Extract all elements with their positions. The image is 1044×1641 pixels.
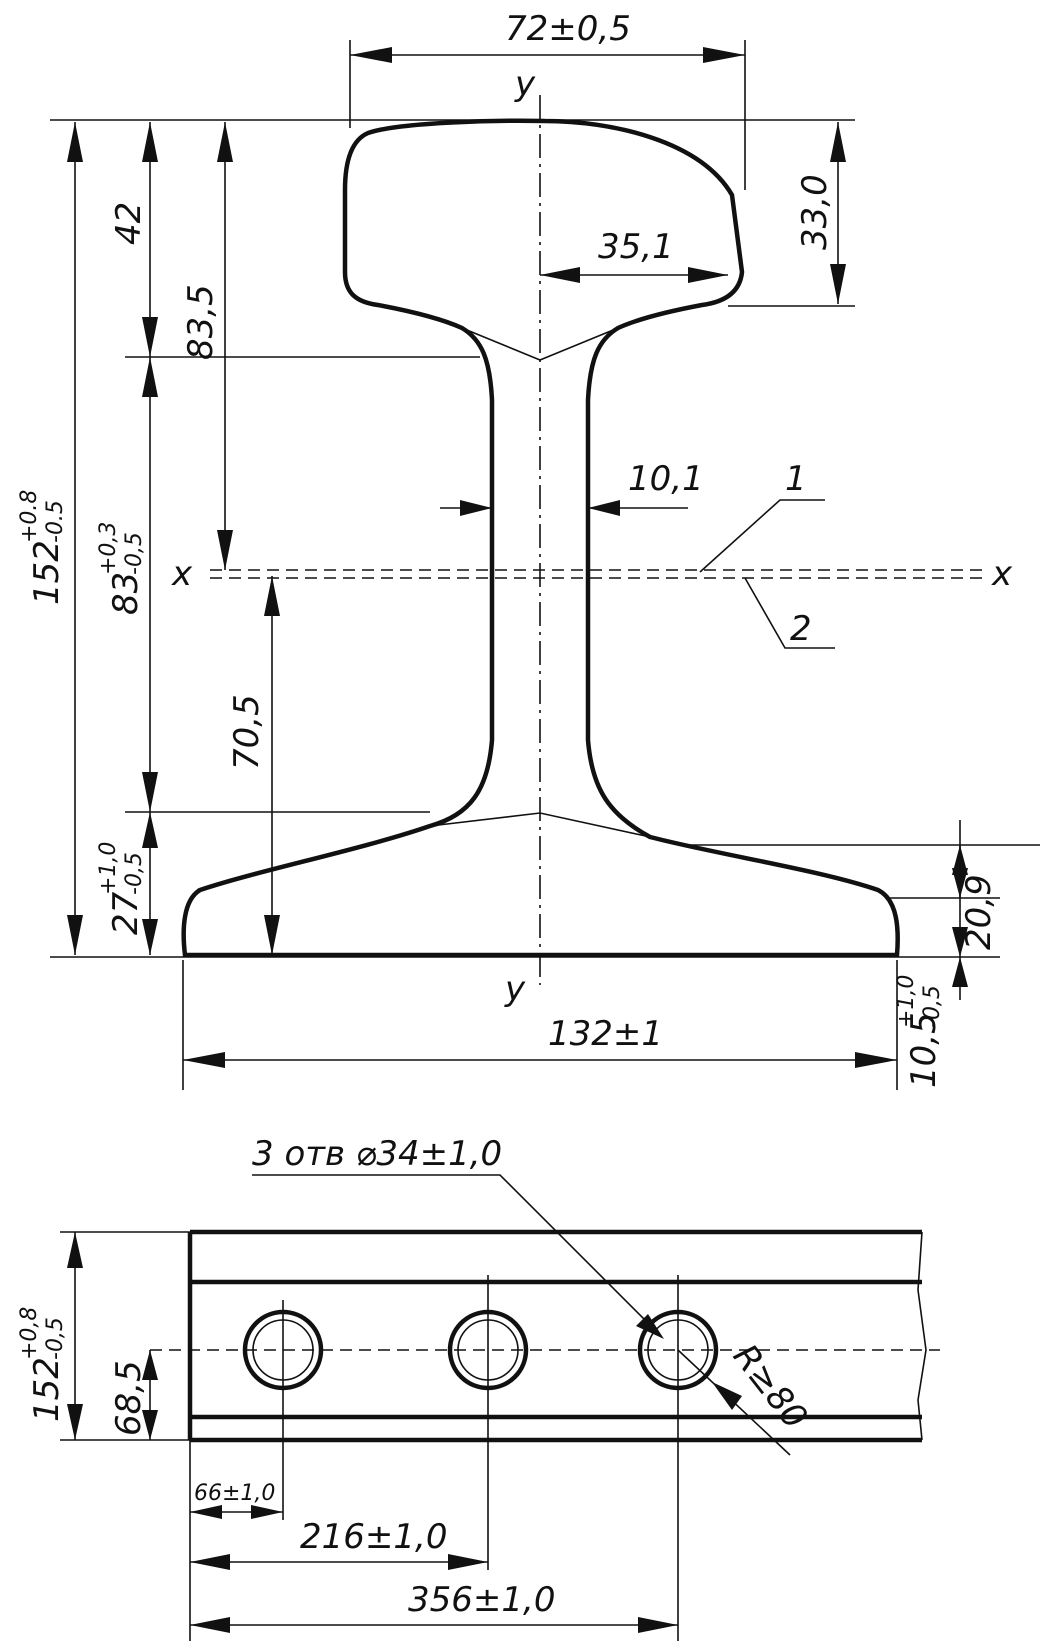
side-break-line xyxy=(917,1231,927,1441)
dim-side-height-tol-plus: +0,8 xyxy=(17,1307,42,1360)
x-axis-label-right: x xyxy=(991,554,1013,594)
dim-side-height-value: 152 xyxy=(27,1357,67,1422)
holes-leader-arrow xyxy=(636,1314,664,1339)
dim-head-height: 33,0 xyxy=(795,122,846,304)
dim-83-value: 83 xyxy=(106,572,146,615)
dim-216: 216±1,0 xyxy=(190,1517,488,1570)
holes-leader xyxy=(252,1174,661,1336)
dim-83-5-label: 83,5 xyxy=(181,284,221,360)
dim-total-height-tol-plus: +0.8 xyxy=(17,490,42,543)
callout-1-leader xyxy=(699,499,825,573)
dim-356: 356±1,0 xyxy=(190,1580,678,1633)
dim-216-label: 216±1,0 xyxy=(300,1517,447,1557)
rail-side-view: 3 отв ⌀34±1,0 R≥80 152 +0,8 -0,5 xyxy=(17,1134,940,1641)
dim-10-5-value: 10,5 xyxy=(904,1012,944,1088)
dim-10-5: 10,5 +1,0 -0,5 xyxy=(894,820,968,1088)
x-axis-label-left: x xyxy=(171,554,193,594)
dim-27-value: 27 xyxy=(106,891,146,935)
dim-10-5-tol-plus: +1,0 xyxy=(894,975,919,1028)
dim-head-width-label: 72±0,5 xyxy=(505,9,631,49)
callout-2-leader xyxy=(744,577,835,649)
dim-base-width-label: 132±1 xyxy=(548,1014,663,1054)
dim-web-thickness-label: 10,1 xyxy=(628,459,704,499)
dim-head-height-label: 33,0 xyxy=(795,174,835,250)
dim-base-width: 132±1 xyxy=(183,1014,897,1068)
dim-10-5-tol-minus: -0,5 xyxy=(920,985,945,1028)
dim-27-tol-minus: -0,5 xyxy=(122,852,147,895)
holes-label: 3 отв ⌀34±1,0 xyxy=(252,1134,502,1174)
dim-27: 27 +1,0 -0,5 xyxy=(96,812,158,955)
radius-label: R≥80 xyxy=(725,1337,815,1437)
dim-66-label: 66±1,0 xyxy=(194,1481,275,1506)
y-axis-label-top: y xyxy=(514,64,536,104)
dim-83-5: 83,5 xyxy=(181,122,233,570)
dim-42: 42 xyxy=(109,122,158,357)
dim-half-head-label: 35,1 xyxy=(598,227,674,267)
dim-20-9: 20,9 xyxy=(952,845,999,957)
dim-head-width: 72±0,5 xyxy=(350,9,745,63)
dim-total-height-value: 152 xyxy=(27,540,67,605)
dim-hole-height-label: 68,5 xyxy=(109,1360,149,1436)
dim-70-5: 70,5 xyxy=(227,576,280,955)
callout-2-label: 2 xyxy=(790,609,812,649)
rail-profile-outline xyxy=(181,118,900,958)
dim-web-thickness: 10,1 xyxy=(440,459,704,516)
dim-83-tol-plus: +0,3 xyxy=(96,522,121,575)
dim-83: 83 +0,3 -0,5 xyxy=(96,357,158,812)
dim-half-head: 35,1 xyxy=(540,227,728,283)
bolt-hole-3 xyxy=(637,1275,719,1400)
dim-27-tol-plus: +1,0 xyxy=(96,842,121,895)
dim-side-height: 152 +0,8 -0,5 xyxy=(17,1232,83,1440)
callout-1-label: 1 xyxy=(785,459,807,499)
dim-356-label: 356±1,0 xyxy=(408,1580,555,1620)
y-axis-label-bottom: y xyxy=(504,969,526,1009)
dim-42-label: 42 xyxy=(109,202,149,245)
radius-leader-arrow xyxy=(712,1382,742,1410)
dim-20-9-label: 20,9 xyxy=(959,874,999,950)
dim-total-height-tol-minus: -0.5 xyxy=(43,500,68,543)
bolt-hole-2 xyxy=(447,1275,529,1400)
rail-cross-section: y y x x 1 2 72±0,5 xyxy=(17,9,1040,1090)
dim-total-height: 152 +0.8 -0.5 xyxy=(17,122,83,955)
bolt-hole-1 xyxy=(242,1300,324,1400)
dim-83-tol-minus: -0,5 xyxy=(122,532,147,575)
dim-hole-height: 68,5 xyxy=(109,1350,158,1440)
dim-70-5-label: 70,5 xyxy=(227,694,267,770)
dim-side-height-tol-minus: -0,5 xyxy=(43,1317,68,1360)
dim-66: 66±1,0 xyxy=(190,1481,283,1519)
